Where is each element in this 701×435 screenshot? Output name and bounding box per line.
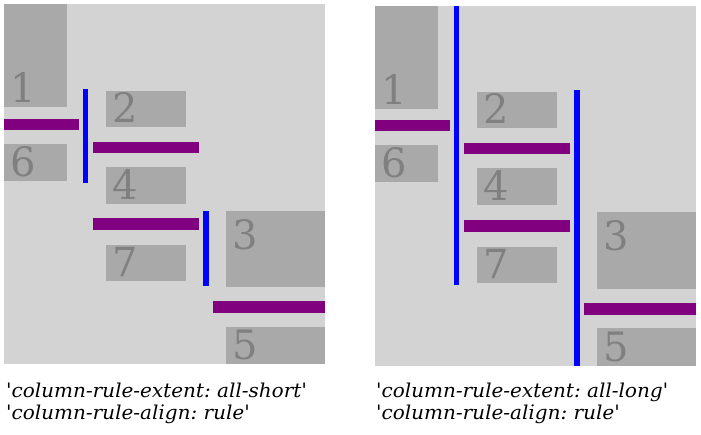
content-block-7: 7 — [477, 242, 557, 288]
column-rule-1-long — [454, 6, 459, 285]
caption-all-long: 'column-rule-extent: all-long' 'column-r… — [376, 379, 668, 423]
content-block-2: 2 — [106, 86, 186, 132]
caption-all-short: 'column-rule-extent: all-short' 'column-… — [6, 379, 307, 423]
close-quote: ' — [244, 400, 250, 424]
content-block-2: 2 — [477, 87, 557, 133]
purple-rule-col3 — [213, 301, 325, 313]
column-rule-2-long — [574, 90, 580, 366]
column-rule-2-short — [203, 211, 209, 286]
close-quote: ' — [301, 378, 307, 402]
panel-all-short: 1 6 2 4 7 3 5 — [4, 4, 325, 369]
caption-line-2: 'column-rule-align: rule' — [6, 401, 307, 423]
block-number-2: 2 — [483, 87, 509, 133]
close-quote: ' — [662, 378, 669, 402]
block-number-5: 5 — [603, 325, 629, 371]
content-block-5: 5 — [597, 325, 696, 371]
open-quote: ' — [6, 400, 12, 424]
caption-text: column-rule-extent: all-long — [381, 378, 663, 402]
close-quote: ' — [614, 400, 620, 424]
column-rule-1-short — [83, 89, 88, 183]
open-quote: ' — [6, 378, 12, 402]
purple-rule-col1 — [375, 120, 450, 131]
purple-rule-col2-upper — [464, 143, 570, 154]
block-number-3: 3 — [232, 213, 258, 259]
block-number-6: 6 — [381, 141, 407, 187]
content-block-3: 3 — [226, 211, 325, 287]
content-block-7: 7 — [106, 240, 186, 286]
content-block-6: 6 — [375, 141, 438, 187]
block-number-1: 1 — [381, 68, 407, 114]
block-number-5: 5 — [232, 323, 258, 369]
caption-line-1: 'column-rule-extent: all-long' — [376, 379, 668, 401]
purple-rule-col3 — [584, 303, 696, 315]
block-number-7: 7 — [112, 240, 138, 286]
block-number-2: 2 — [112, 86, 138, 132]
block-number-3: 3 — [603, 214, 629, 260]
block-number-4: 4 — [112, 163, 138, 209]
content-block-1: 1 — [375, 6, 438, 114]
content-block-4: 4 — [106, 163, 186, 209]
content-block-3: 3 — [597, 212, 696, 289]
content-block-5: 5 — [226, 323, 325, 369]
caption-line-1: 'column-rule-extent: all-short' — [6, 379, 307, 401]
content-block-1: 1 — [4, 4, 67, 112]
block-number-7: 7 — [483, 242, 509, 288]
caption-line-2: 'column-rule-align: rule' — [376, 401, 668, 423]
open-quote: ' — [376, 400, 382, 424]
block-number-4: 4 — [483, 164, 509, 210]
purple-rule-col2-upper — [93, 142, 199, 153]
content-block-4: 4 — [477, 164, 557, 210]
purple-rule-col2-lower — [464, 220, 570, 232]
purple-rule-col2-lower — [93, 218, 199, 230]
content-block-6: 6 — [4, 140, 67, 186]
block-number-1: 1 — [10, 66, 36, 112]
caption-text: column-rule-align: rule — [381, 400, 615, 424]
block-number-6: 6 — [10, 140, 36, 186]
open-quote: ' — [376, 378, 382, 402]
panel-all-long: 1 6 2 4 7 3 5 — [375, 6, 696, 371]
caption-text: column-rule-extent: all-short — [11, 378, 302, 402]
caption-text: column-rule-align: rule — [11, 400, 245, 424]
purple-rule-col1 — [4, 119, 79, 130]
